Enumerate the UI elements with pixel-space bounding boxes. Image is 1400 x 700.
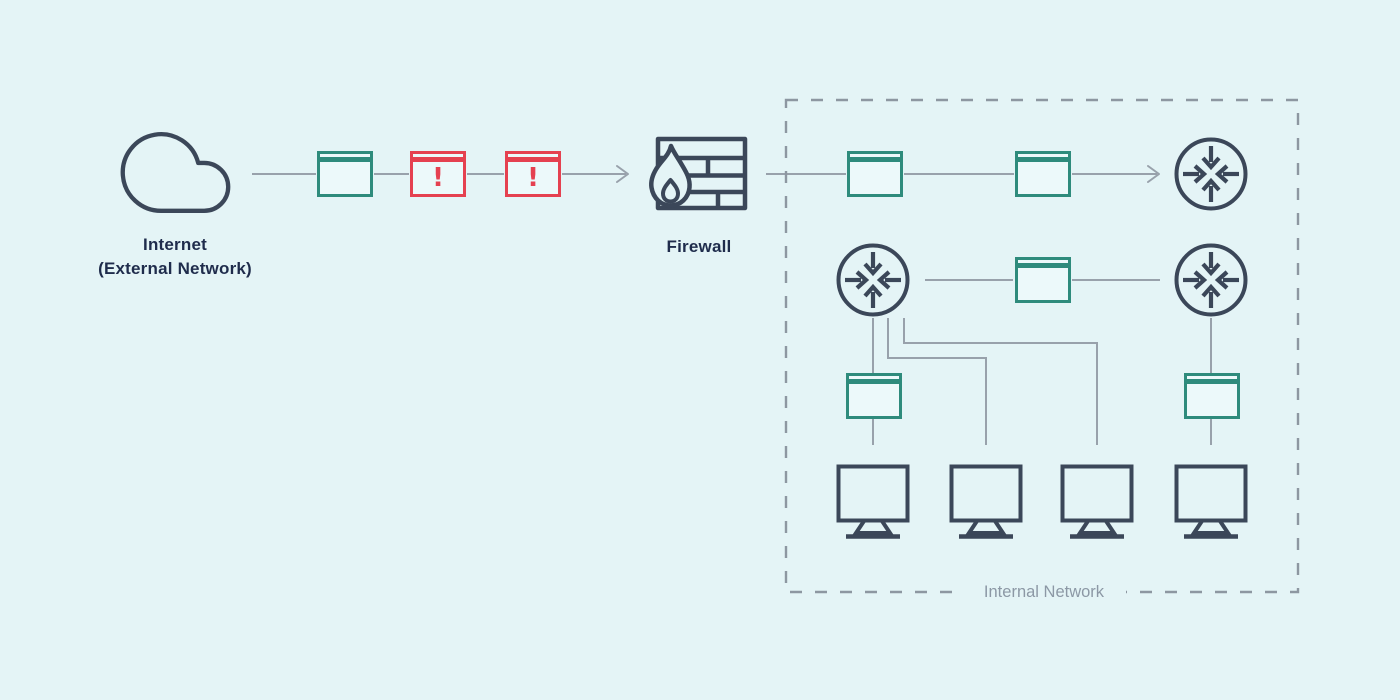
firewall-label: Firewall	[666, 237, 732, 256]
arrow-into-router-icon	[1147, 165, 1160, 183]
packet-icon	[1184, 373, 1240, 419]
node-workstation-1	[836, 464, 910, 540]
monitor-icon	[1174, 464, 1248, 539]
packet-header-bar	[508, 157, 558, 162]
monitor-icon	[836, 464, 910, 539]
internet-label-line2: (External Network)	[98, 259, 252, 278]
packet-icon	[847, 151, 903, 197]
alert-packet-icon: !	[410, 151, 466, 197]
line-router-to-workstation-2	[887, 318, 987, 445]
monitor-icon	[949, 464, 1023, 539]
packet-icon	[846, 373, 902, 419]
node-router-mid-right	[1173, 242, 1249, 318]
alert-symbol: !	[527, 163, 539, 193]
flame-icon	[649, 143, 692, 208]
node-workstation-2	[949, 464, 1023, 540]
internet-label-line1: Internet	[143, 235, 207, 254]
packet-header-bar	[1187, 379, 1237, 384]
packet-header-bar	[850, 157, 900, 162]
alert-packet-icon: !	[505, 151, 561, 197]
alert-symbol: !	[432, 163, 444, 193]
packet-header-bar	[849, 379, 899, 384]
internal-network-label: Internal Network	[962, 580, 1126, 604]
packet-header-bar	[1018, 263, 1068, 268]
internet-label: Internet (External Network)	[45, 233, 305, 281]
router-icon	[1174, 243, 1248, 317]
cloud-icon	[120, 132, 231, 213]
node-internet	[118, 115, 233, 230]
node-router-mid-left	[835, 242, 911, 318]
flame-inner-icon	[661, 178, 680, 204]
line-router-to-workstation-3	[903, 318, 1098, 445]
node-workstation-3	[1060, 464, 1134, 540]
arrow-into-firewall-icon	[616, 165, 629, 183]
firewall-icon	[649, 136, 748, 211]
packet-icon	[1015, 257, 1071, 303]
packet-header-bar	[320, 157, 370, 162]
router-icon	[1174, 137, 1248, 211]
packet-icon	[1015, 151, 1071, 197]
packet-icon	[317, 151, 373, 197]
packet-header-bar	[1018, 157, 1068, 162]
node-router-top-right	[1173, 136, 1249, 212]
router-icon	[836, 243, 910, 317]
node-firewall	[640, 130, 752, 222]
monitor-icon	[1060, 464, 1134, 539]
node-workstation-4	[1174, 464, 1248, 540]
packet-header-bar	[413, 157, 463, 162]
